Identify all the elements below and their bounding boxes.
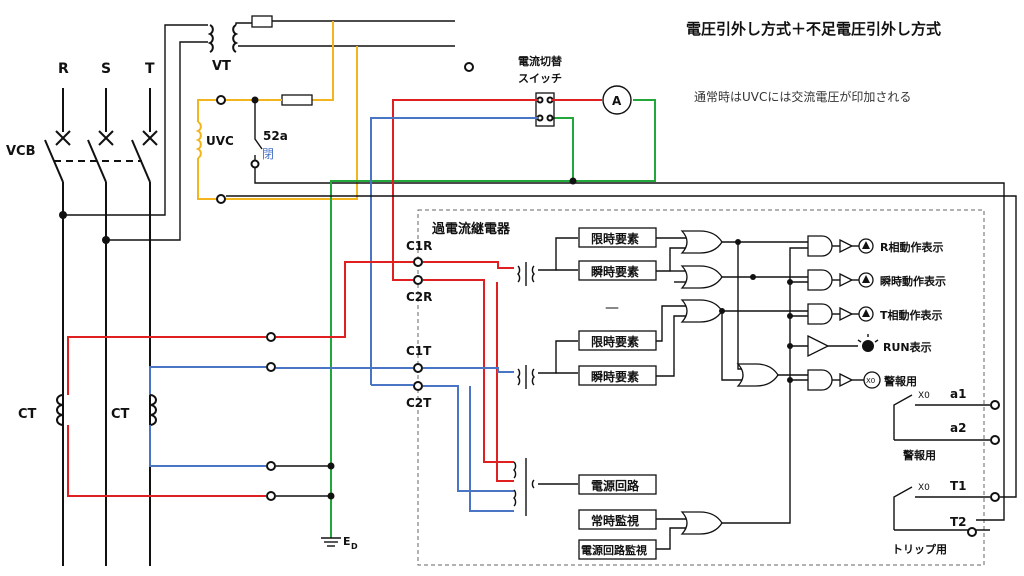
ground-label: E — [343, 535, 351, 548]
terminal-t2: T2 — [950, 515, 967, 529]
monitor-element: 常時監視 — [591, 513, 639, 528]
relay-inputs — [276, 237, 578, 516]
dash-separator: — — [605, 300, 619, 316]
power-monitor-element: 電源回路監視 — [581, 543, 647, 557]
relay-title: 過電流継電器 — [431, 221, 511, 237]
contact-52a-label: 52a — [263, 129, 288, 143]
vt-transformer — [63, 15, 474, 241]
diagram-note: 通常時はUVCには交流電圧が印加される — [694, 90, 912, 104]
current-switch — [370, 92, 602, 385]
vt-label: VT — [212, 59, 231, 74]
diagram-title: 電圧引外し方式＋不足電圧引外し方式 — [686, 20, 942, 38]
ct-left — [56, 336, 266, 497]
trip-output-label: トリップ用 — [892, 542, 947, 556]
power-circuit: 電源回路 — [591, 478, 640, 493]
main-bus — [44, 88, 158, 566]
c2t-label: C2T — [406, 396, 432, 410]
indicator-x0-badge: X0 — [866, 377, 875, 385]
contact-x0-trip: X0 — [918, 483, 930, 493]
ct-right-label: CT — [111, 407, 130, 422]
indicator-alarm: 警報用 — [883, 374, 917, 388]
inst-element-t: 瞬時要素 — [591, 369, 639, 384]
contact-x0-alarm: X0 — [918, 391, 930, 401]
switch-label-line1: 電流切替 — [518, 54, 563, 68]
vcb-label: VCB — [6, 144, 36, 159]
limit-element-t: 限時要素 — [591, 334, 639, 349]
c1t-label: C1T — [406, 344, 432, 358]
logic-gates — [656, 230, 881, 550]
ammeter — [602, 85, 632, 115]
output-contacts — [226, 195, 1017, 537]
terminal-t1: T1 — [950, 479, 967, 493]
relay-enclosure — [417, 209, 985, 566]
inst-element-r: 瞬時要素 — [591, 264, 639, 279]
contact-state-label: 閉 — [262, 147, 274, 161]
phase-label-r: R — [58, 61, 69, 77]
ct-left-label: CT — [18, 407, 37, 422]
ammeter-label: A — [612, 94, 622, 108]
ground-line — [321, 99, 656, 547]
alarm-output-label: 警報用 — [902, 448, 936, 462]
uvc-label: UVC — [206, 134, 234, 148]
indicator-t-trip: T相動作表示 — [880, 308, 943, 322]
phase-label-t: T — [145, 61, 155, 77]
phase-label-s: S — [101, 61, 111, 77]
indicator-inst-trip: 瞬時動作表示 — [880, 274, 946, 288]
terminal-a1: a1 — [950, 387, 966, 401]
indicator-run: RUN表示 — [883, 340, 932, 354]
ct-right — [149, 366, 266, 467]
terminal-a2: a2 — [950, 421, 966, 435]
c2r-label: C2R — [406, 290, 432, 304]
switch-label-line2: スイッチ — [518, 72, 562, 85]
uvc-circuit — [195, 21, 1005, 521]
limit-element-r: 限時要素 — [591, 231, 639, 246]
indicator-r-trip: R相動作表示 — [880, 240, 943, 254]
c1r-label: C1R — [406, 239, 432, 253]
ground-label-sub: D — [351, 542, 358, 551]
